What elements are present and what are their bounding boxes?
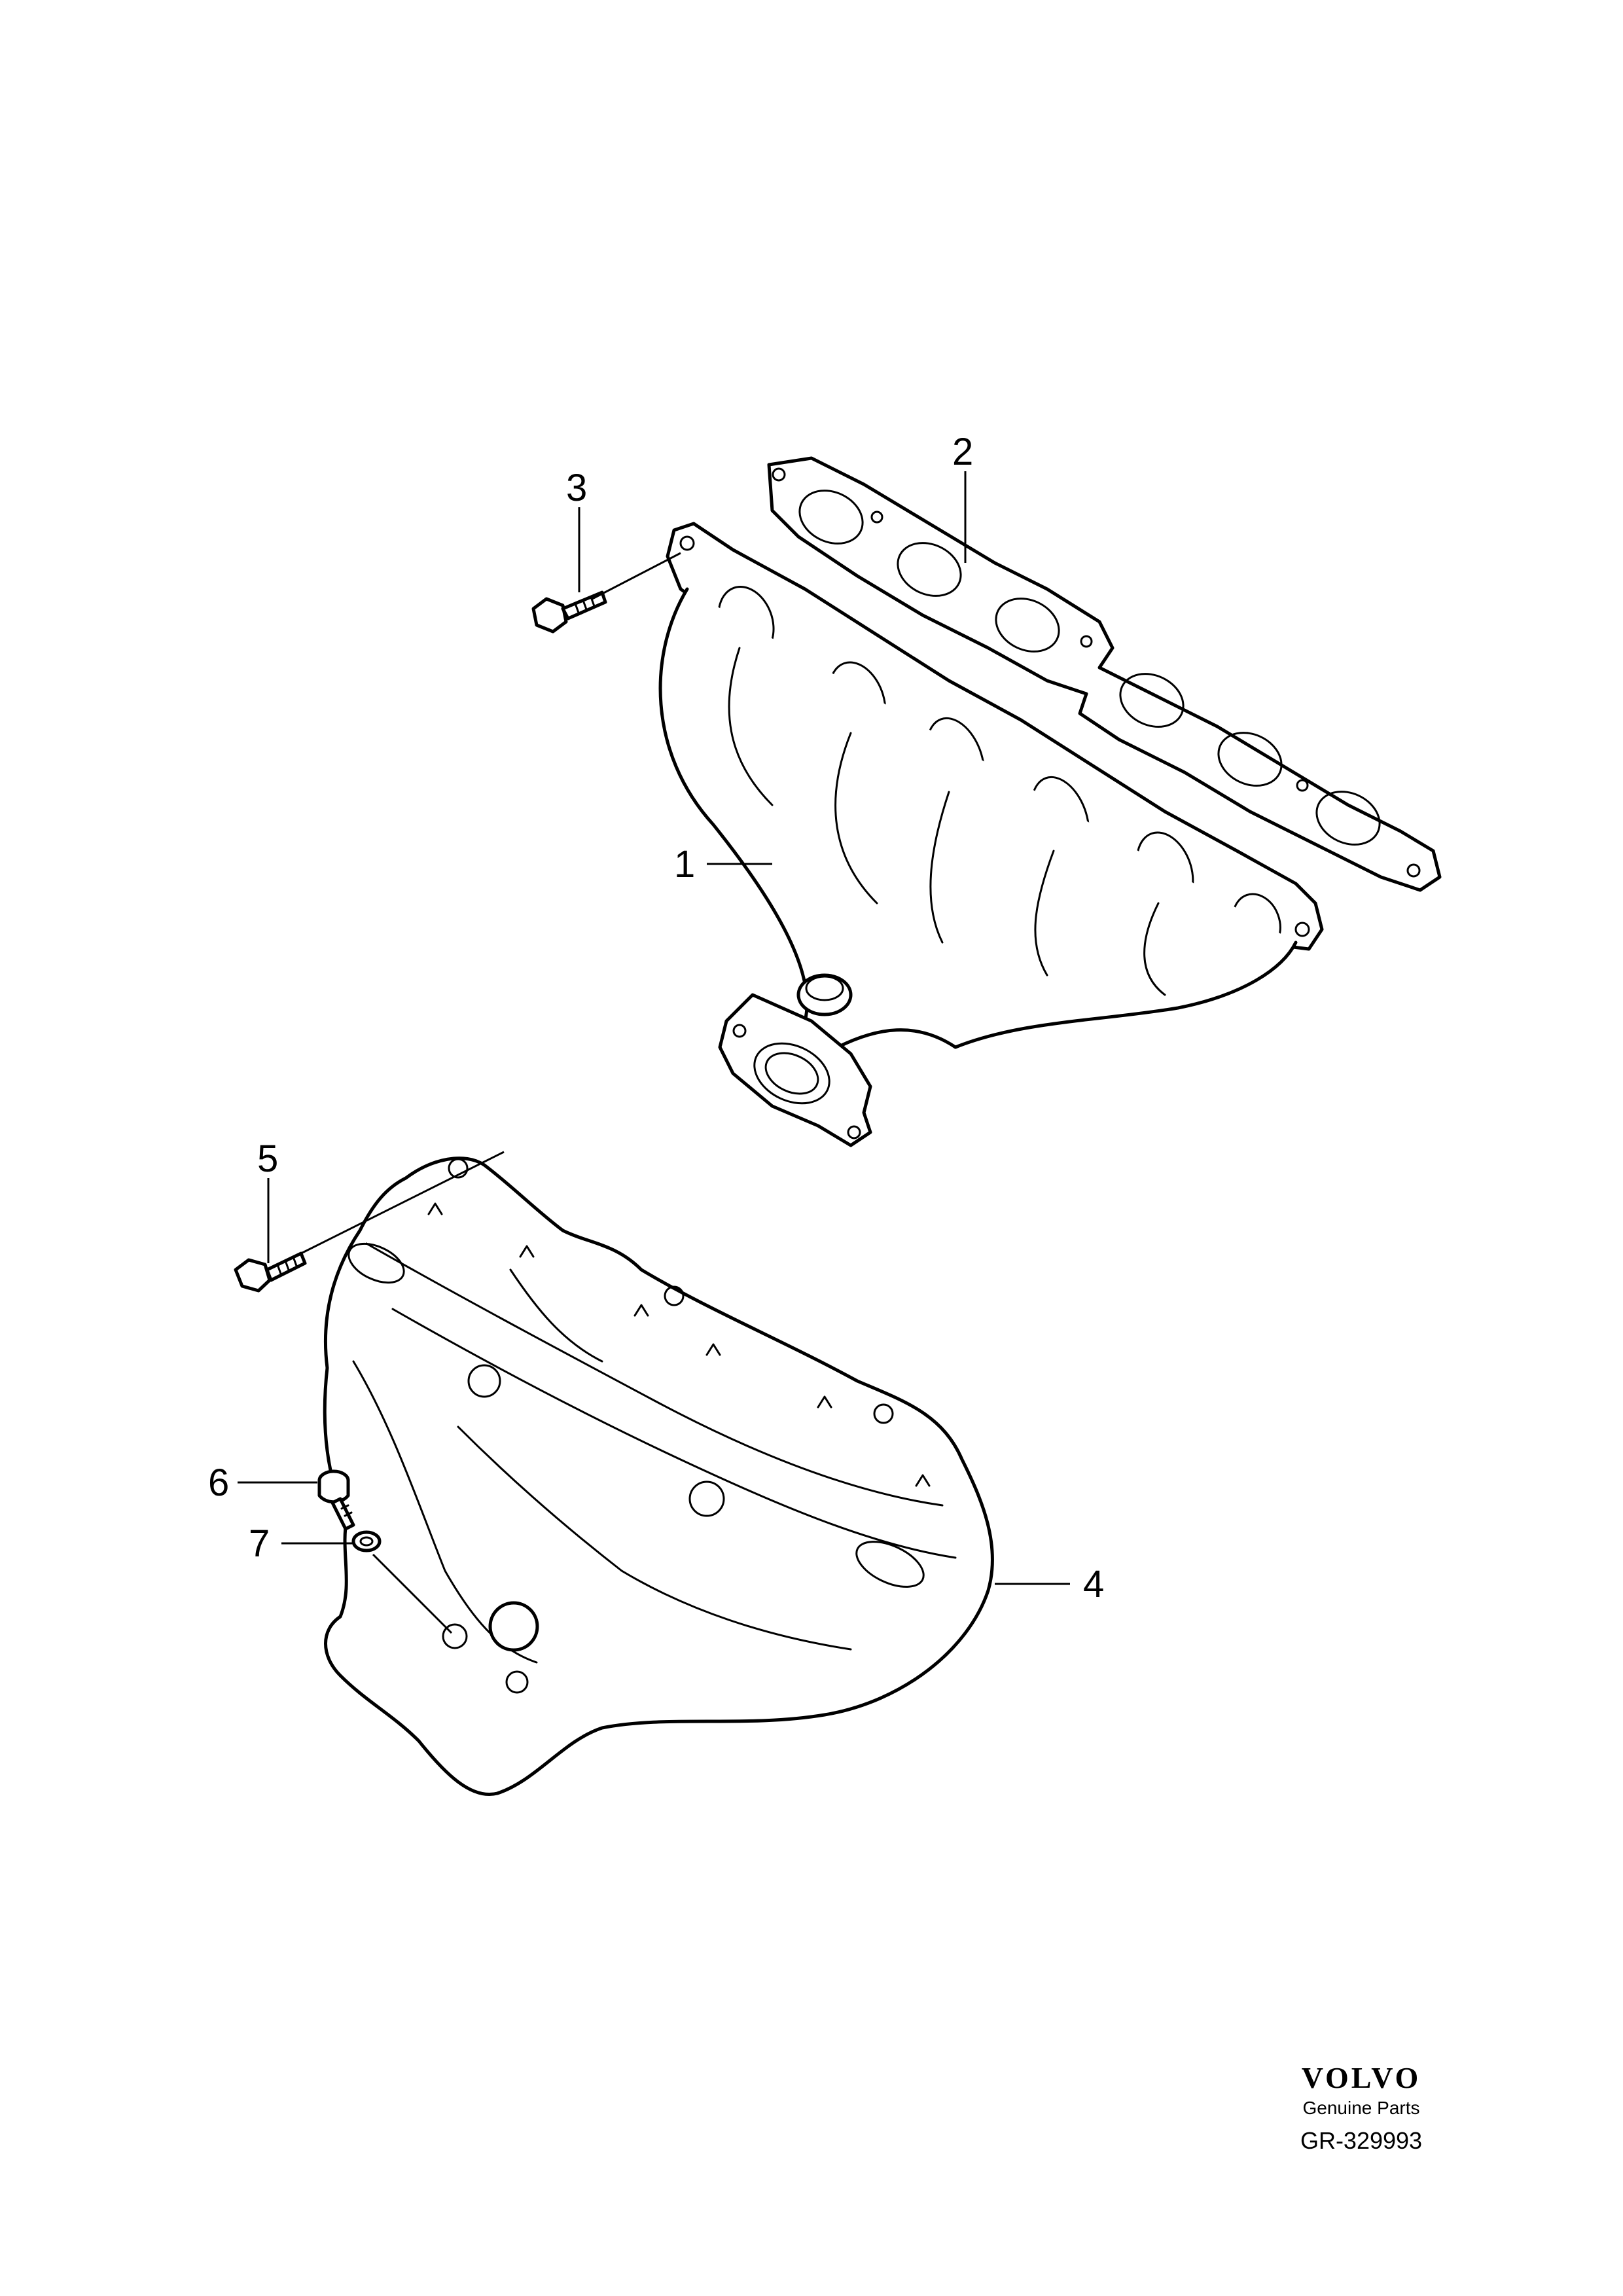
leader-lines <box>238 471 1070 1634</box>
callout-3: 3 <box>566 467 587 509</box>
volvo-logo: VOLVO <box>1301 2061 1421 2094</box>
heat-shield[interactable] <box>323 1157 994 1796</box>
callout-5: 5 <box>257 1138 278 1180</box>
heat-shield-bolt-lower[interactable] <box>317 1469 355 1531</box>
heat-shield-bolt-upper[interactable] <box>234 1251 307 1293</box>
manifold-gasket[interactable] <box>767 456 1442 892</box>
manifold-bolt[interactable] <box>531 590 607 634</box>
callout-2: 2 <box>952 431 973 473</box>
callout-1: 1 <box>674 843 695 886</box>
callout-6: 6 <box>208 1462 229 1504</box>
exhaust-manifold[interactable] <box>658 522 1324 1147</box>
brand-block: VOLVO Genuine Parts <box>1270 2061 1453 2119</box>
brand-subtitle: Genuine Parts <box>1302 2097 1420 2118</box>
callout-7: 7 <box>249 1522 270 1565</box>
drawing-number: GR-329993 <box>1300 2127 1423 2154</box>
callout-4: 4 <box>1083 1563 1104 1605</box>
washer[interactable] <box>351 1530 382 1552</box>
